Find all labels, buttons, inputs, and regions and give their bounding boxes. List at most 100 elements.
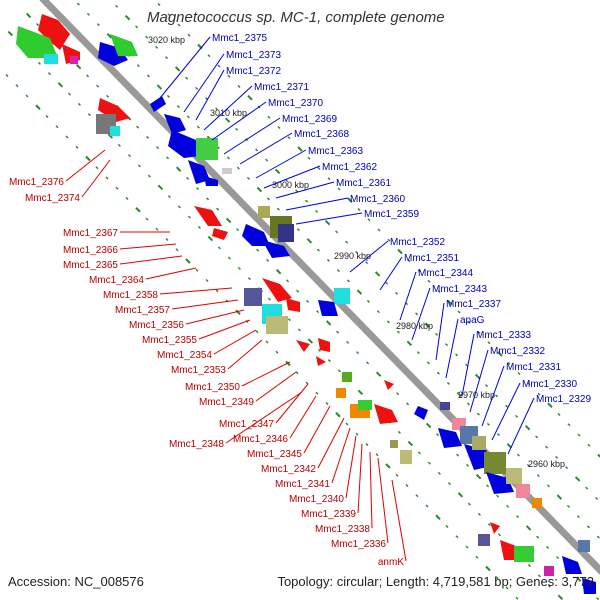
ring-tick	[205, 278, 209, 283]
ring-tick	[356, 351, 360, 355]
ring-tick	[466, 463, 470, 467]
forward-gene-label: Mmc1_2356	[129, 320, 184, 331]
reverse-gene-label: Mmc1_2371	[254, 82, 309, 93]
scale-label: 2980 kbp	[396, 321, 433, 331]
ring-tick	[335, 230, 339, 234]
forward-gene-label: Mmc1_2346	[233, 434, 288, 445]
reverse-gene-leader	[203, 85, 253, 131]
ring-tick	[227, 256, 231, 260]
ring-tick	[396, 392, 400, 396]
ring-tick	[267, 115, 271, 119]
ring-tick	[326, 258, 330, 262]
reverse-gene-arrow	[150, 96, 166, 112]
feature-block-green	[358, 400, 372, 410]
ring-tick	[324, 219, 331, 226]
ring-tick	[537, 392, 541, 396]
ring-tick	[496, 433, 500, 437]
ring-tick	[516, 515, 520, 519]
reverse-gene-label: Mmc1_2329	[536, 394, 591, 405]
reverse-gene-label: Mmc1_2343	[432, 284, 487, 295]
forward-gene-label: Mmc1_2349	[199, 397, 254, 408]
reverse-gene-leader	[349, 240, 389, 273]
forward-gene-leader	[159, 287, 233, 295]
ring-tick	[395, 473, 399, 477]
ring-tick	[136, 125, 140, 129]
ring-tick	[407, 440, 414, 447]
ring-tick	[25, 12, 32, 19]
ring-tick	[486, 422, 490, 426]
reverse-gene-label: Mmc1_2363	[308, 146, 363, 157]
ring-tick	[196, 187, 200, 191]
ring-tick	[357, 207, 361, 212]
ring-tick	[336, 269, 340, 273]
accession-label: Accession: NC_008576	[8, 574, 144, 589]
forward-gene-arrow	[490, 522, 500, 534]
reverse-gene-arrow	[562, 556, 582, 574]
ring-tick	[345, 240, 349, 244]
ring-tick	[336, 330, 340, 334]
ring-tick	[424, 322, 431, 328]
ring-tick	[96, 23, 100, 27]
ring-tick	[174, 66, 181, 72]
feature-block-magenta	[70, 56, 78, 64]
ring-tick	[517, 371, 521, 376]
ring-tick	[287, 318, 291, 322]
page-title: Magnetococcus sp. MC-1, complete genome	[147, 9, 445, 26]
feature-block-green	[514, 546, 534, 562]
ring-tick	[166, 156, 170, 160]
feature-block-olive	[484, 452, 506, 474]
reverse-gene-arrow	[168, 130, 200, 158]
ring-tick	[527, 564, 531, 568]
reverse-gene-label: Mmc1_2359	[364, 209, 419, 220]
ring-tick	[346, 340, 350, 344]
ring-tick	[185, 258, 191, 264]
ring-tick	[267, 297, 271, 301]
ring-tick	[515, 596, 519, 600]
forward-gene-leader	[241, 361, 291, 387]
forward-gene-leader	[303, 405, 331, 454]
ring-tick	[317, 166, 321, 171]
ring-tick	[576, 515, 580, 519]
ring-tick	[146, 135, 150, 139]
ring-tick	[157, 2, 161, 7]
ring-tick	[465, 545, 469, 549]
ring-tick	[356, 289, 363, 295]
ring-tick	[237, 266, 241, 270]
reverse-gene-leader	[159, 36, 211, 99]
ring-tick	[507, 361, 511, 365]
reverse-gene-label: Mmc1_2361	[336, 178, 391, 189]
ring-tick	[496, 494, 500, 498]
ring-tick	[465, 363, 469, 367]
ring-tick	[266, 197, 270, 201]
ring-tick	[537, 574, 541, 578]
ring-tick	[457, 310, 461, 314]
ring-tick	[437, 471, 441, 475]
forward-gene-leader	[227, 339, 263, 370]
ring-tick	[526, 463, 530, 467]
scale-label: 3020 kbp	[148, 35, 185, 45]
ring-tick	[556, 494, 563, 500]
ring-tick	[237, 84, 241, 89]
ring-tick	[95, 166, 99, 170]
gene-labels: Mmc1_2376Mmc1_2374Mmc1_2367Mmc1_2366Mmc1…	[9, 33, 591, 568]
ring-tick	[316, 310, 320, 314]
ring-tick	[596, 535, 600, 539]
ring-tick	[585, 486, 589, 490]
ring-tick	[475, 473, 482, 480]
ring-tick	[536, 474, 540, 478]
ring-tick	[546, 545, 550, 549]
ring-tick	[376, 310, 380, 314]
ring-tick	[425, 422, 432, 429]
ring-tick	[477, 330, 481, 335]
ring-tick	[275, 268, 282, 275]
feature-block-slate	[440, 402, 450, 410]
ring-tick	[236, 228, 240, 232]
reverse-gene-leader	[481, 365, 505, 427]
ring-tick	[366, 361, 370, 365]
ring-tick	[255, 330, 259, 334]
ring-tick	[135, 25, 139, 29]
forward-gene-arrow	[286, 298, 300, 312]
ring-tick	[406, 340, 413, 347]
forward-gene-arrow	[98, 98, 130, 122]
